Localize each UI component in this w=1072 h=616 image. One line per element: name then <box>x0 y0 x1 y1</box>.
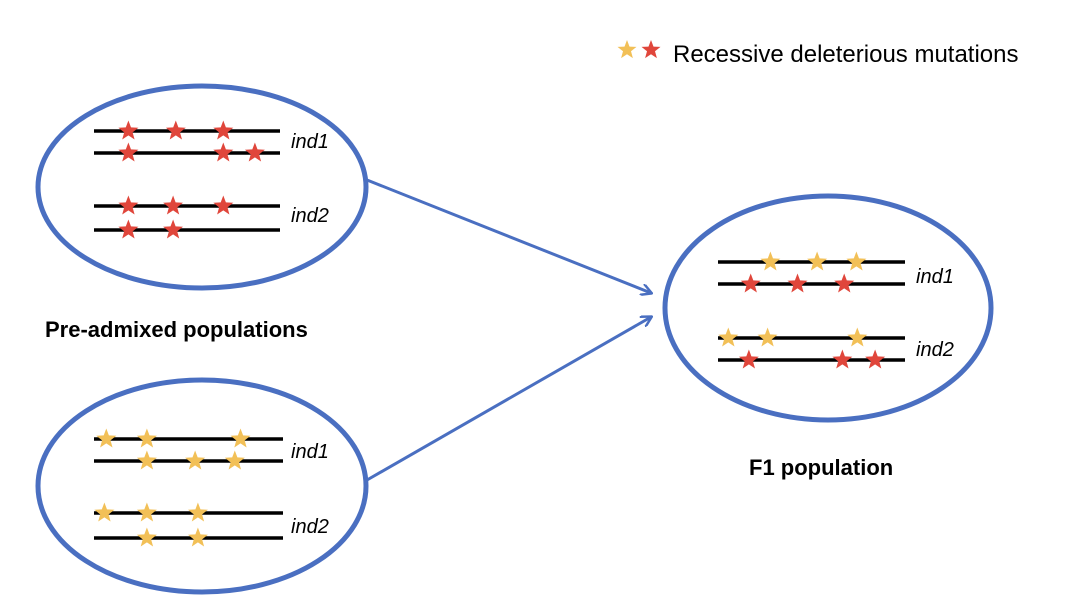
f1-ind2-chr2-mutation-star-1 <box>738 349 759 369</box>
legend-stars <box>617 40 661 59</box>
f1-ind2-label: ind2 <box>916 339 954 361</box>
pop1-ind2-chr1-mutation-star-2 <box>163 195 183 215</box>
pop2-ind1-chr1-mutation-star-2 <box>136 428 157 448</box>
f1-ind2-chr1-mutation-star-3 <box>847 327 868 347</box>
legend-label: Recessive deleterious mutations <box>673 41 1019 68</box>
pop1-ind1-label: ind1 <box>291 131 329 153</box>
f1-ind2-chr2-mutation-star-2 <box>832 349 853 369</box>
arrow-pop1-to-f1 <box>366 178 651 293</box>
pop2-ind2-chr2-mutation-star-1 <box>136 527 157 547</box>
pop1-ind1-chr1-mutation-star-1 <box>118 120 139 140</box>
pop2-ind1-chr2-mutation-star-2 <box>185 450 206 470</box>
pop1-ind1-chr1-mutation-star-3 <box>213 120 234 140</box>
chromosomes <box>94 120 905 547</box>
pop1-ind2-label: ind2 <box>291 205 329 227</box>
legend-star-red-icon <box>641 40 661 59</box>
f1-ind1-label: ind1 <box>916 266 954 288</box>
f1-ind2-chr2-mutation-star-3 <box>865 349 886 369</box>
f1-ellipse <box>662 193 994 423</box>
pop2-ind1-chr2-mutation-star-1 <box>136 450 157 470</box>
pop2-ind2-chr2-mutation-star-2 <box>188 527 208 547</box>
f1-population-label: F1 population <box>749 455 893 480</box>
pop1-ind2-chr2-mutation-star-2 <box>163 219 183 239</box>
pop1-ind2-chr1-mutation-star-3 <box>213 195 234 215</box>
f1-ind2-chr1-mutation-star-1 <box>718 327 739 347</box>
pop2-ind1-label: ind1 <box>291 441 329 463</box>
pop1-ind1-chr2-mutation-star-2 <box>213 142 234 162</box>
legend-star-yellow-icon <box>617 40 637 59</box>
f1-ind1-chr2-mutation-star-1 <box>740 273 761 293</box>
pop1-ellipse <box>35 83 369 291</box>
f1-ind1-chr2-mutation-star-2 <box>787 273 808 293</box>
pop1-ind2-chr1-mutation-star-1 <box>118 195 139 215</box>
pop2-ind2-chr1-mutation-star-1 <box>94 502 115 522</box>
f1-ind1-chr1-mutation-star-2 <box>807 251 828 271</box>
legend: Recessive deleterious mutations <box>617 40 1019 68</box>
f1-ind1-chr1-mutation-star-1 <box>760 251 781 271</box>
pop2-ind2-chr1-mutation-star-3 <box>188 502 208 522</box>
pop2-ind2-label: ind2 <box>291 516 329 538</box>
f1-ind2-chr1-mutation-star-2 <box>757 327 778 347</box>
pop2-ind1-chr2-mutation-star-3 <box>224 450 245 470</box>
f1-ind1-chr2-mutation-star-3 <box>834 273 855 293</box>
pop1-ind2-chr2-mutation-star-1 <box>118 219 139 239</box>
arrow-pop2-to-f1 <box>366 317 651 482</box>
pop2-ind1-chr1-mutation-star-3 <box>230 428 251 448</box>
f1-ind1-chr1-mutation-star-3 <box>846 251 867 271</box>
pop2-ind1-chr1-mutation-star-1 <box>96 428 117 448</box>
pop1-ind1-chr1-mutation-star-2 <box>165 120 186 140</box>
pop2-ind2-chr1-mutation-star-2 <box>136 502 157 522</box>
pop1-ind1-chr2-mutation-star-1 <box>118 142 139 162</box>
pop1-ind1-chr2-mutation-star-3 <box>244 142 265 162</box>
pre-admixed-label: Pre-admixed populations <box>45 317 308 342</box>
pop2-ellipse <box>35 377 369 595</box>
